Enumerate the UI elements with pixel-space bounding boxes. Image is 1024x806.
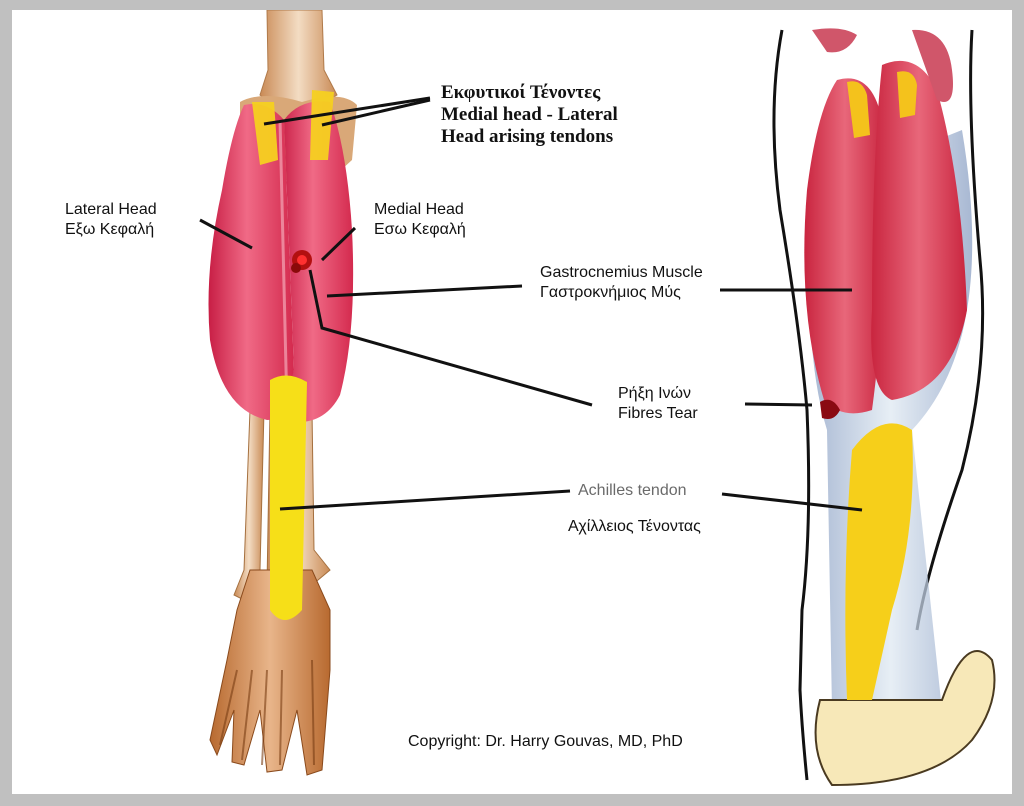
medial-head-label: Medial Head Εσω Κεφαλή [374, 200, 466, 240]
leader-lines [199, 96, 863, 512]
lateral-calf-view [772, 28, 996, 787]
achilles-tendon-en: Achilles tendon [578, 482, 687, 499]
fibres-tear-el: Ρήξη Ινών [618, 385, 692, 402]
arising-tendons-greek: Εκφυτικοί Τένοντες [441, 82, 601, 103]
lateral-head-el: Εξω Κεφαλή [65, 221, 155, 238]
fibres-tear-label: Ρήξη Ινών Fibres Tear [618, 384, 698, 424]
lateral-head-en: Lateral Head [65, 201, 157, 218]
gastrocnemius-label: Gastrocnemius Muscle Γαστροκνήμιος Μύς [540, 263, 703, 303]
fibres-tear-en: Fibres Tear [618, 405, 698, 422]
gastrocnemius-el: Γαστροκνήμιος Μύς [540, 284, 681, 301]
arising-tendons-en-line2: Head arising tendons [441, 126, 614, 147]
arising-tendons-label: Εκφυτικοί Τένοντες Medial head - Lateral… [441, 82, 618, 148]
tear-marker [291, 250, 312, 273]
posterior-leg-view [208, 10, 357, 776]
achilles-tendon-el: Αχίλλειος Τένοντας [568, 518, 701, 535]
arising-tendons-en-line1: Medial head - Lateral [441, 104, 618, 125]
diagram-canvas: Εκφυτικοί Τένοντες Medial head - Lateral… [12, 10, 1012, 794]
copyright-notice: Copyright: Dr. Harry Gouvas, MD, PhD [408, 733, 683, 750]
medial-head-el: Εσω Κεφαλή [374, 221, 466, 238]
gastrocnemius-en: Gastrocnemius Muscle [540, 264, 703, 281]
lateral-head-label: Lateral Head Εξω Κεφαλή [65, 200, 157, 240]
anatomy-illustration [199, 10, 996, 787]
medial-head-en: Medial Head [374, 201, 464, 218]
